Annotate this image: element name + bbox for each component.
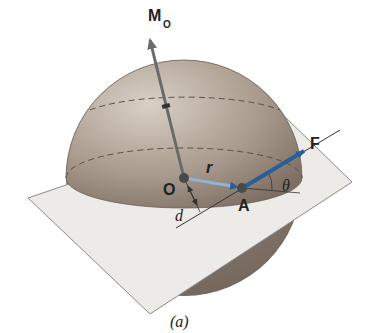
figure-caption: (a): [170, 314, 189, 330]
force-label: F: [310, 136, 320, 152]
position-label: r: [206, 160, 212, 176]
moment-label: M: [148, 8, 161, 24]
angle-label: θ: [282, 178, 290, 194]
distance-label: d: [175, 208, 183, 224]
point-label: A: [238, 198, 250, 214]
point-label: O: [163, 182, 175, 198]
moment-subscript: O: [163, 20, 171, 30]
